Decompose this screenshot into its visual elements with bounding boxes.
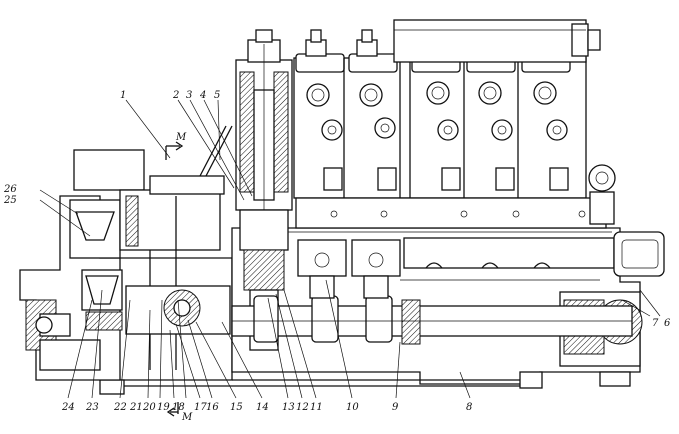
callout-9: 9: [392, 402, 399, 413]
callout-4: 4: [199, 90, 206, 101]
callout-16: 16: [206, 402, 219, 413]
callout-25: 25: [3, 195, 17, 206]
callout-20: 20: [142, 402, 156, 413]
callout-5: 5: [214, 90, 220, 101]
callout-19: 19: [157, 402, 170, 413]
control-rail: [295, 164, 616, 229]
plunger-section: [235, 29, 293, 351]
callout-6: 6: [664, 318, 671, 329]
callout-26: 26: [3, 184, 17, 195]
callout-14: 14: [256, 402, 269, 413]
callout-11: 11: [310, 402, 323, 413]
tappets: [297, 239, 401, 299]
callout-3: 3: [186, 90, 192, 101]
callout-1: 1: [120, 90, 126, 101]
callout-17: 17: [194, 402, 207, 413]
callout-18: 18: [172, 402, 185, 413]
callout-23: 23: [85, 402, 99, 413]
callout-8: 8: [466, 402, 472, 413]
top-cylinder: [393, 19, 601, 63]
rack-shaft: [403, 231, 665, 277]
callout-10: 10: [346, 402, 359, 413]
callout-7: 7: [652, 318, 659, 329]
callout-labels: 1 2 3 4 5 6 7 8 9 10 11 12 13 14 15 16 1…: [3, 90, 671, 413]
camshaft: [231, 295, 633, 345]
callout-21: 21: [129, 402, 143, 413]
governor-housing: [19, 125, 233, 381]
callout-24: 24: [61, 402, 75, 413]
section-mark-bottom: M: [181, 412, 193, 423]
section-marks: M M: [165, 132, 193, 423]
callout-12: 12: [296, 402, 309, 413]
callout-leaders: [39, 99, 661, 399]
callout-2: 2: [172, 90, 179, 101]
callout-13: 13: [282, 402, 295, 413]
callout-15: 15: [230, 402, 243, 413]
section-mark-top: M: [175, 132, 187, 143]
callout-22: 22: [113, 402, 127, 413]
